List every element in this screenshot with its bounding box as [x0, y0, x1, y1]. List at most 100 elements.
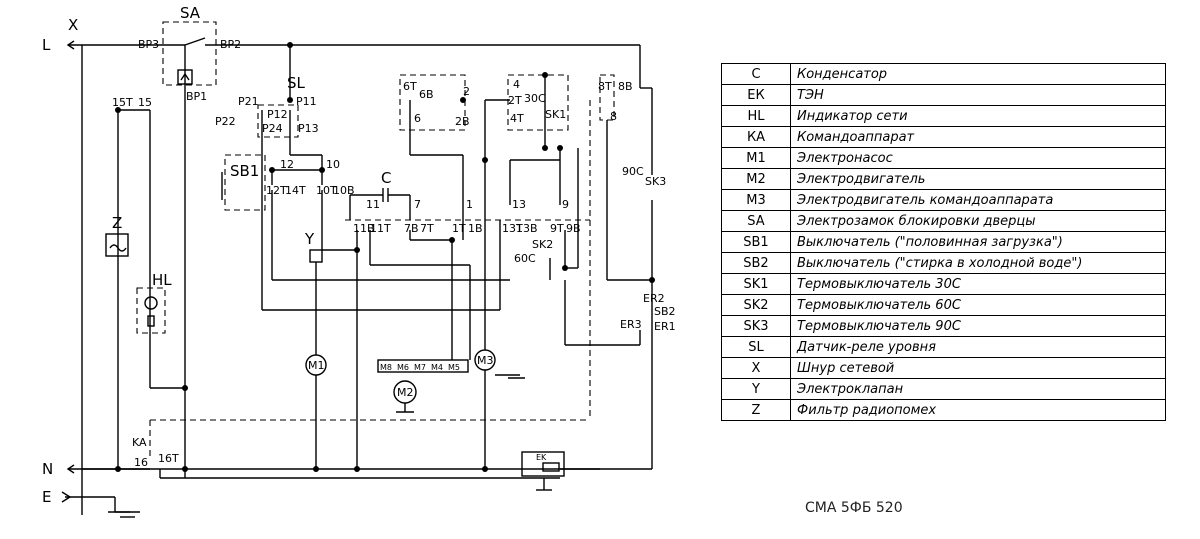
- label-SK3: SK3: [645, 175, 666, 188]
- schematic-labels: L X N E SA BP3 BP2 BP1 SL P21 P11 P22 P1…: [42, 4, 676, 506]
- label-13B: 13B: [516, 222, 538, 235]
- legend-description: Конденсатор: [790, 63, 1166, 85]
- legend-code: Y: [721, 378, 791, 400]
- label-15: 15: [138, 96, 152, 109]
- legend-description: Индикатор сети: [790, 105, 1166, 127]
- legend-code: М2: [721, 168, 791, 190]
- label-15T: 15T: [112, 96, 133, 109]
- label-8: 8: [610, 110, 617, 123]
- label-1B: 1B: [468, 222, 483, 235]
- label-M3: M3: [477, 354, 494, 367]
- label-ER3: ER3: [620, 318, 642, 331]
- wiring-schematic: L X N E SA BP3 BP2 BP1 SL P21 P11 P22 P1…: [42, 4, 676, 518]
- label-11T: 11T: [370, 222, 391, 235]
- legend-code: X: [721, 357, 791, 379]
- legend-description: Датчик-реле уровня: [790, 336, 1166, 358]
- label-M4: M4: [431, 363, 443, 372]
- legend-code: SB1: [721, 231, 791, 253]
- label-EK: EK: [536, 453, 547, 462]
- label-X: X: [68, 16, 78, 34]
- label-P11: P11: [296, 95, 317, 108]
- label-L: L: [42, 36, 51, 54]
- label-P24: P24: [262, 122, 283, 135]
- label-SA: SA: [180, 4, 201, 22]
- label-14T: 14T: [285, 184, 306, 197]
- label-2: 2: [463, 85, 470, 98]
- label-P22: P22: [215, 115, 236, 128]
- label-SK1: SK1: [545, 108, 566, 121]
- legend-description: Выключатель ("стирка в холодной воде"): [790, 252, 1166, 274]
- legend-description: Электродвигатель командоаппарата: [790, 189, 1166, 211]
- label-90C: 90С: [622, 165, 644, 178]
- label-C: C: [381, 169, 391, 187]
- level-sensor-SL: [257, 45, 501, 311]
- label-2T: 2T: [508, 94, 522, 107]
- label-30C: 30С: [524, 92, 546, 105]
- legend-code: С: [721, 63, 791, 85]
- legend-description: Выключатель ("половинная загрузка"): [790, 231, 1166, 253]
- legend-code: SK2: [721, 294, 791, 316]
- label-1T: 1T: [452, 222, 466, 235]
- label-BP2: BP2: [220, 38, 241, 51]
- switch-SB1: [221, 154, 323, 211]
- legend-description: Термовыключатель 30С: [790, 273, 1166, 295]
- label-SB1: SB1: [230, 162, 259, 180]
- internal-wiring: [271, 75, 653, 469]
- legend-code: SK1: [721, 273, 791, 295]
- label-ER2: ER2: [643, 292, 665, 305]
- label-ER1: ER1: [654, 320, 676, 333]
- label-SL: SL: [287, 74, 306, 92]
- legend-code: КА: [721, 126, 791, 148]
- legend-description: Электроклапан: [790, 378, 1166, 400]
- label-9B: 9B: [566, 222, 581, 235]
- legend-code: ЕК: [721, 84, 791, 106]
- label-SK2: SK2: [532, 238, 553, 251]
- label-4T: 4T: [510, 112, 524, 125]
- legend-code: М1: [721, 147, 791, 169]
- label-8B: 8B: [618, 80, 633, 93]
- legend-code: SK3: [721, 315, 791, 337]
- label-Z: Z: [112, 214, 122, 232]
- legend-description: Термовыключатель 90С: [790, 315, 1166, 337]
- label-M6: M6: [397, 363, 409, 372]
- legend-code: SB2: [721, 252, 791, 274]
- label-HL: HL: [152, 271, 172, 289]
- label-1: 1: [466, 198, 473, 211]
- label-6T: 6T: [403, 80, 417, 93]
- legend-description: Электрозамок блокировки дверцы: [790, 210, 1166, 232]
- label-KA: KA: [132, 436, 147, 449]
- label-12: 12: [280, 158, 294, 171]
- legend-description: Термовыключатель 60С: [790, 294, 1166, 316]
- label-8T: 8T: [598, 80, 612, 93]
- capacitor-C: [349, 188, 411, 220]
- label-16: 16: [134, 456, 148, 469]
- label-7T: 7T: [420, 222, 434, 235]
- legend-code: М3: [721, 189, 791, 211]
- label-60C: 60С: [514, 252, 536, 265]
- motor-M1: [305, 249, 327, 469]
- legend-description: Шнур сетевой: [790, 357, 1166, 379]
- controller-terminals: [149, 74, 615, 460]
- legend-code: Z: [721, 399, 791, 421]
- label-SB2: SB2: [654, 305, 676, 318]
- label-M7: M7: [414, 363, 426, 372]
- label-E: E: [42, 488, 51, 506]
- label-10B: 10B: [333, 184, 355, 197]
- label-N: N: [42, 460, 53, 478]
- label-11: 11: [366, 198, 380, 211]
- label-10T: 10T: [316, 184, 337, 197]
- motor-M3: [474, 349, 525, 469]
- label-6B: 6B: [419, 88, 434, 101]
